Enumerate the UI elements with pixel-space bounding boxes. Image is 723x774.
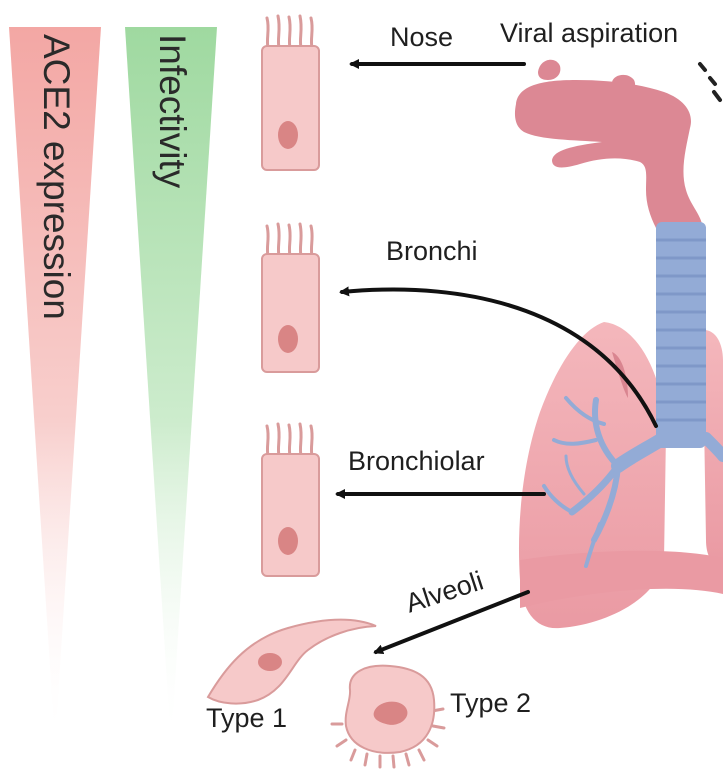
ace2-label: ACE2 expression xyxy=(35,34,77,320)
type2-cell xyxy=(332,666,444,767)
viral-path-dashes xyxy=(700,64,720,100)
bronchi-label: Bronchi xyxy=(386,236,478,267)
type2-label: Type 2 xyxy=(450,688,531,719)
nasal-cavity xyxy=(515,60,702,228)
bronchiolar-cell xyxy=(262,424,319,576)
nose-label: Nose xyxy=(390,22,453,53)
nose-cell xyxy=(262,16,319,170)
infectivity-label: Infectivity xyxy=(151,34,193,188)
viral-aspiration-label: Viral aspiration xyxy=(500,18,678,49)
type1-label: Type 1 xyxy=(206,703,287,734)
bronchi-cell xyxy=(262,224,319,372)
bronchiolar-label: Bronchiolar xyxy=(348,446,485,477)
